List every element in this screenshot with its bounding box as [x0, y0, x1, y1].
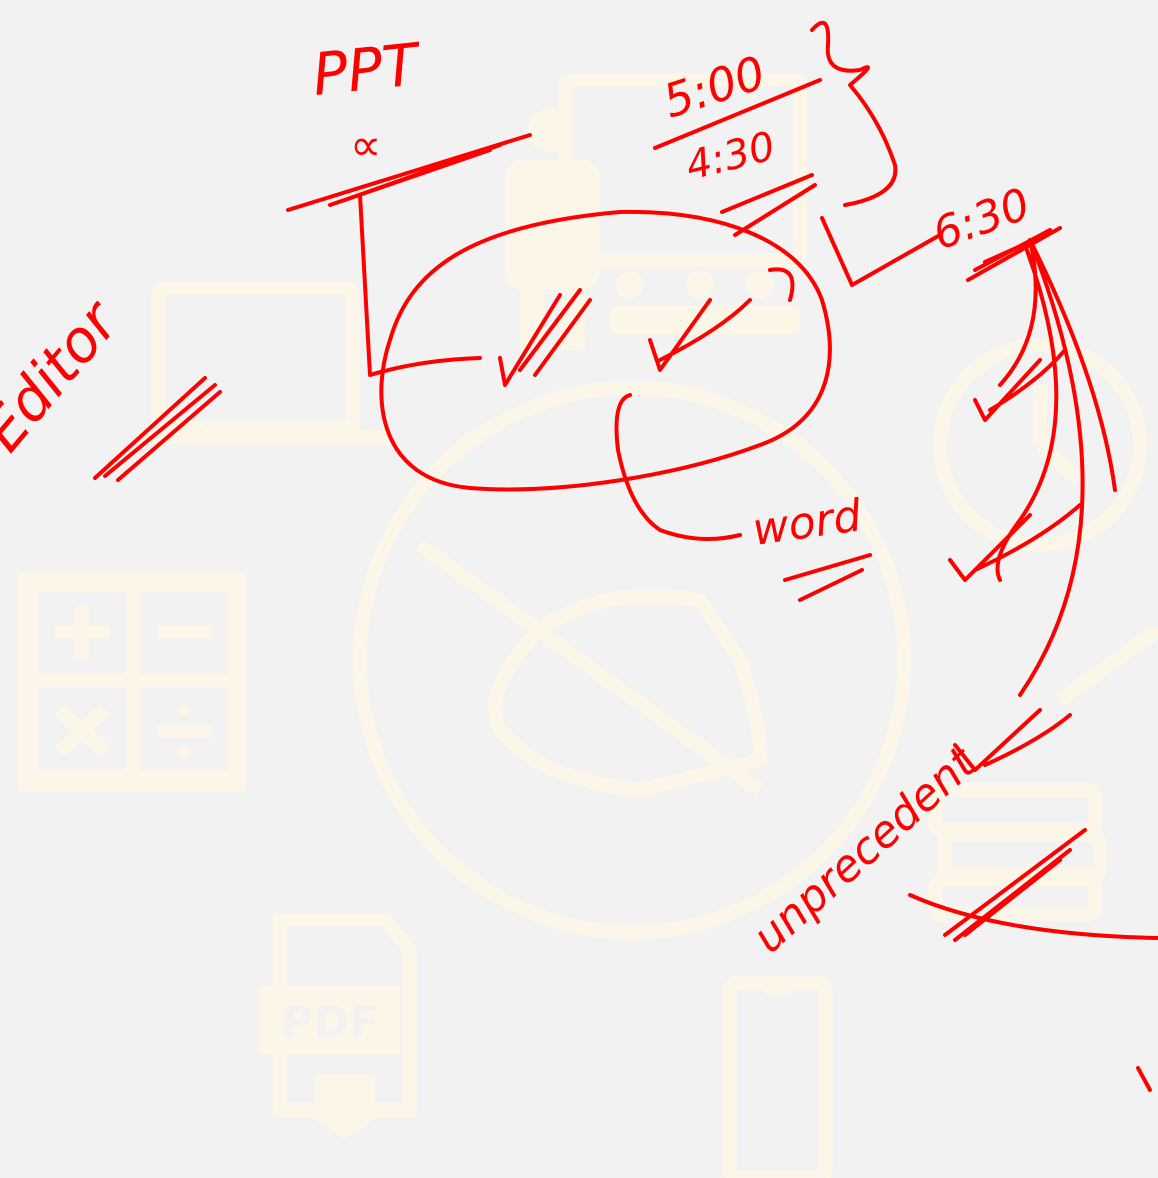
tick-mark-5: [953, 708, 1072, 772]
unprecedented-underline: [943, 828, 1087, 942]
circle-tail: [768, 267, 795, 302]
pdf-label: PDF: [281, 997, 380, 1048]
writing-hand-icon: [353, 381, 911, 939]
ppt-mark: ∝: [350, 120, 381, 171]
presenter-icon: [505, 73, 807, 350]
time-630-underline: [966, 226, 1062, 282]
tick-mark-4: [948, 503, 1082, 582]
clock-icon: [933, 338, 1147, 552]
bracket-to-630: [820, 216, 942, 287]
editor-underline: [93, 376, 222, 482]
time-500: 5:00: [657, 45, 772, 128]
pdf-download-icon: PDF: [260, 913, 417, 1140]
edge-mark: [1136, 1066, 1152, 1092]
time-500-bracket: [810, 20, 898, 207]
books-icon: [928, 783, 1107, 922]
editor-label: Editor: [0, 286, 133, 464]
right-curves: [995, 238, 1117, 697]
word-label: word: [749, 490, 865, 556]
calculator-icon: [18, 572, 246, 792]
word-underline: [783, 553, 872, 602]
ppt-underline: [286, 133, 532, 212]
time-430-underline: [720, 173, 817, 237]
time-500-underline: [653, 78, 822, 150]
ppt-label: PPT: [309, 30, 425, 109]
pencil-icon: [1055, 624, 1158, 706]
unprecedented-tail: [908, 893, 1158, 940]
word-connector: [614, 393, 742, 541]
tasks-circle: [379, 209, 832, 492]
tick-mark-1: [498, 288, 592, 387]
tick-mark-2: [648, 298, 752, 372]
smartphone-icon: [723, 976, 833, 1178]
ppt-connector: [358, 193, 482, 377]
tick-mark-3: [973, 348, 1067, 422]
laptop-icon: [140, 281, 390, 444]
time-430: 4:30: [681, 123, 779, 189]
